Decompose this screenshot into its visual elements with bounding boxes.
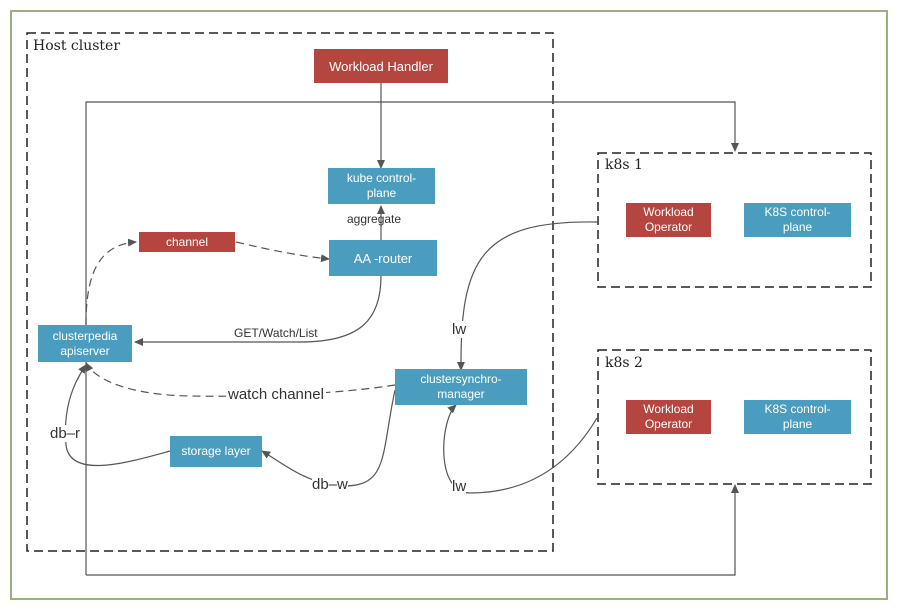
workload-handler-node: Workload Handler: [314, 49, 448, 83]
diagram-frame: [10, 10, 888, 600]
k8s1-cluster-boundary: [597, 152, 872, 288]
k8s2-cluster-boundary: [597, 349, 872, 485]
edge-watch-channel: [85, 362, 396, 397]
db-r-label: db–r: [50, 425, 81, 442]
k8s1-cluster-title: k8s 1: [605, 157, 643, 173]
clusterpedia-apiserver-node: clusterpedia apiserver: [38, 325, 132, 362]
get-watch-list-label: GET/Watch/List: [234, 326, 318, 340]
db-w-label: db–w: [312, 476, 348, 493]
edge-k8s1-lw-to-clustersynchro: [456, 221, 598, 371]
edge-host-to-k8s2: [86, 484, 739, 576]
aa-router-node: AA -router: [329, 240, 437, 276]
kube-control-plane-node: kube control- plane: [328, 168, 435, 204]
host-cluster-boundary: [26, 32, 554, 552]
edge-apiserver-to-channel: [85, 238, 137, 326]
k8s1-workload-operator-node: Workload Operator: [626, 203, 711, 237]
storage-layer-node: storage layer: [170, 436, 262, 467]
lw-bottom-label: lw: [452, 478, 467, 495]
k8s2-cluster-title: k8s 2: [605, 355, 643, 371]
lw-top-label: lw: [452, 321, 467, 338]
k8s2-workload-operator-node: Workload Operator: [626, 400, 711, 434]
edge-k8s2-lw-to-clustersynchro: [443, 404, 598, 494]
aggregate-label: aggregate: [347, 212, 402, 226]
k8s2-control-plane-node: K8S control- plane: [744, 400, 851, 434]
k8s1-control-plane-node: K8S control- plane: [744, 203, 851, 237]
channel-node: channel: [139, 232, 235, 252]
watch-channel-label: watch channel: [226, 386, 326, 403]
edge-clustersynchro-to-storage: [261, 389, 396, 487]
host-cluster-title: Host cluster: [33, 38, 121, 54]
clustersynchro-manager-node: clustersynchro- manager: [395, 369, 527, 405]
edge-channel-to-aa-router: [235, 241, 330, 263]
edge-aa-router-to-apiserver: [134, 275, 382, 346]
edge-storage-to-apiserver: [64, 364, 171, 467]
